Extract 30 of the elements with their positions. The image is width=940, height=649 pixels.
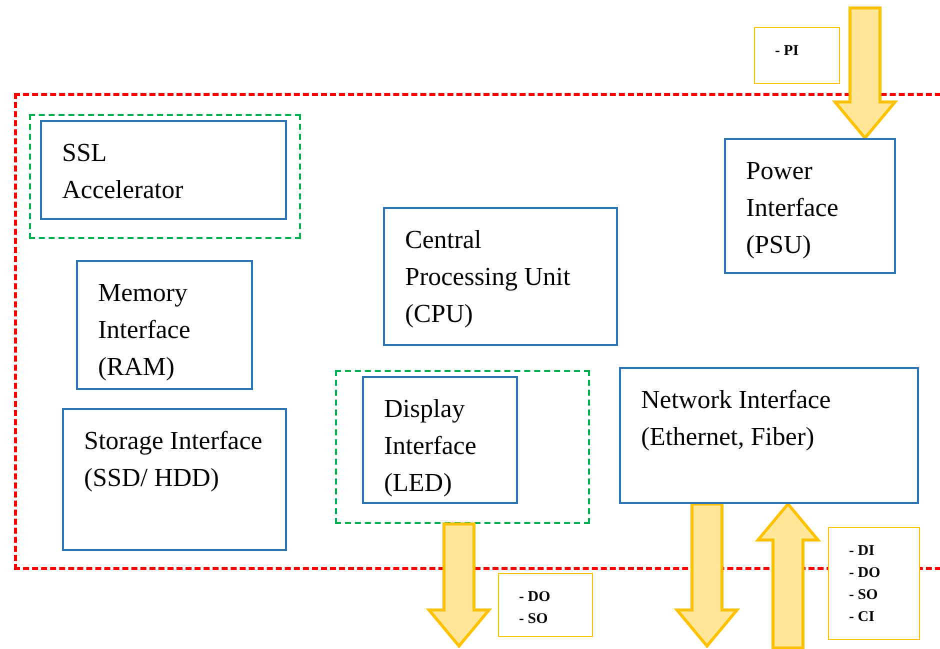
component-label: Network Interface (Ethernet, Fiber) [641, 384, 832, 453]
component-box [724, 138, 896, 274]
component-label: Power Interface (PSU) [746, 155, 840, 261]
component-label: SSL Accelerator [62, 137, 184, 206]
signal-label: - PI [775, 42, 800, 61]
component-box [40, 120, 287, 220]
signal-label: - SO [849, 586, 879, 605]
block-arrow [674, 502, 740, 648]
component-box [383, 207, 618, 346]
component-label: Display Interface (LED) [384, 393, 478, 499]
component-label: Storage Interface (SSD/ HDD) [84, 425, 264, 494]
component-box [62, 408, 287, 551]
signal-label: - CI [849, 608, 876, 627]
signal-label: - DO [519, 588, 552, 607]
block-arrow [754, 502, 822, 649]
signal-label-box [754, 27, 840, 84]
block-arrow [832, 6, 898, 140]
signal-label: - SO [519, 610, 549, 629]
component-box [76, 260, 253, 390]
signal-label: - DO [849, 564, 882, 583]
component-box [619, 367, 919, 504]
signal-label-box [828, 527, 920, 640]
component-box [362, 376, 518, 504]
group-boundary [335, 370, 590, 524]
component-label: Central Processing Unit (CPU) [405, 224, 572, 330]
signal-label: - DI [849, 542, 876, 561]
signal-label-box [498, 573, 593, 637]
group-boundary [29, 114, 301, 239]
block-arrow [426, 522, 492, 648]
component-label: Memory Interface (RAM) [98, 277, 192, 383]
